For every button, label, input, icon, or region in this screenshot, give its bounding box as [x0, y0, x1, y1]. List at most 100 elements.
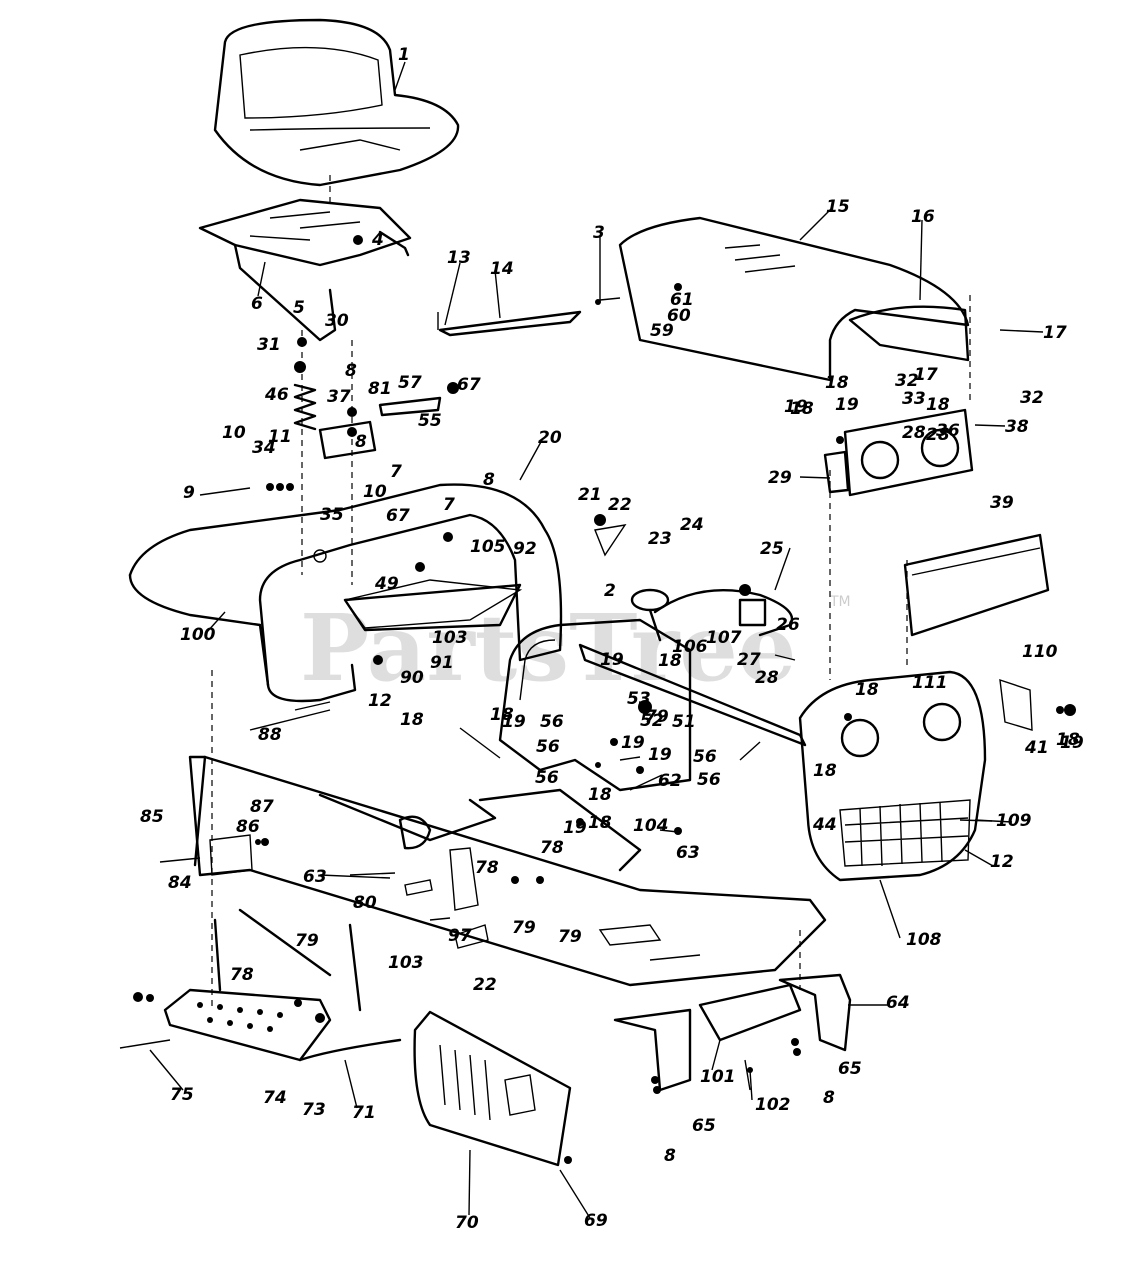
callout-label: 10 [222, 423, 246, 443]
callout-label: 18 [813, 761, 837, 781]
callout-label: 8 [664, 1146, 676, 1166]
watermark-text: PartsTree [300, 594, 796, 702]
callout-label: 12 [990, 852, 1014, 872]
spring-part[interactable] [293, 383, 317, 431]
callout-label: 7 [390, 462, 402, 482]
callout-labels: 1 2 3 4 5 6 7 7 8 8 8 8 8 9 10 10 11 12 … [140, 45, 1084, 1233]
callout-label: 60 [667, 306, 691, 326]
fender-part[interactable] [128, 483, 563, 703]
callout-label: 18 [588, 785, 612, 805]
callout-label: 19 [600, 650, 624, 670]
callout-label: 108 [906, 930, 942, 950]
callout-label: 18 [400, 710, 424, 730]
callout-label: 35 [320, 505, 344, 525]
callout-label: 103 [432, 628, 468, 648]
callout-label: 65 [838, 1059, 862, 1079]
callout-label: 88 [258, 725, 282, 745]
callout-label: 10 [363, 482, 387, 502]
callout-label: 14 [490, 259, 514, 279]
callout-label: 55 [418, 411, 442, 431]
watermark-trademark: TM [829, 594, 851, 610]
footrest-part[interactable] [163, 908, 402, 1062]
callout-label: 16 [911, 207, 935, 227]
callout-label: 52 [640, 711, 664, 731]
callout-label: 18 [855, 680, 879, 700]
callout-label: 18 [658, 651, 682, 671]
callout-label: 67 [457, 375, 481, 395]
callout-label: 85 [140, 807, 164, 827]
callout-label: 23 [648, 529, 672, 549]
callout-label: 56 [693, 747, 717, 767]
callout-label: 79 [558, 927, 582, 947]
callout-label: 12 [368, 691, 392, 711]
front-axle-bracket-part[interactable] [613, 973, 852, 1092]
callout-label: 102 [755, 1095, 791, 1115]
steering-part[interactable] [578, 588, 807, 747]
callout-label: 32 [1020, 388, 1044, 408]
dash-panel-part[interactable] [498, 618, 692, 792]
seat-pan-part[interactable] [198, 198, 412, 342]
dash-plate-part[interactable] [343, 583, 522, 632]
callout-label: 4 [371, 230, 384, 250]
callout-label: 13 [447, 248, 471, 268]
callout-label: 36 [936, 421, 960, 441]
seat-part[interactable] [213, 18, 460, 187]
callout-label: 63 [676, 843, 700, 863]
callout-label: 59 [650, 321, 674, 341]
callout-label: 53 [627, 689, 651, 709]
grille-housing-part[interactable] [798, 670, 987, 882]
callout-label: 69 [584, 1211, 608, 1231]
callout-label: 81 [368, 379, 392, 399]
callout-label: 28 [755, 668, 779, 688]
callout-label: 20 [538, 428, 562, 448]
callout-label: 19 [784, 397, 808, 417]
callout-label: 3 [593, 223, 605, 243]
callout-label: 28 [926, 425, 950, 445]
callout-label: 8 [355, 432, 367, 452]
callout-label: 39 [990, 493, 1014, 513]
callout-label: 19 [1060, 733, 1084, 753]
callout-label: 75 [170, 1085, 194, 1105]
frame-part[interactable] [188, 755, 827, 987]
callout-label: 6 [251, 294, 263, 314]
callout-label: 31 [257, 335, 281, 355]
hood-rod-part[interactable] [438, 310, 582, 337]
callout-label: 15 [826, 197, 850, 217]
callout-label: 18 [926, 395, 950, 415]
callout-label: 32 [895, 371, 919, 391]
callout-label: 8 [823, 1088, 835, 1108]
callout-label: 18 [490, 705, 514, 725]
callout-label: 56 [536, 737, 560, 757]
callout-label: 18 [1056, 730, 1080, 750]
hood-part[interactable] [618, 216, 970, 382]
callout-label: 37 [327, 387, 351, 407]
headlight-bracket-part[interactable] [823, 408, 974, 497]
callout-label: 91 [430, 653, 454, 673]
side-panel-part[interactable] [903, 533, 1050, 637]
harness-part[interactable] [653, 589, 794, 637]
callout-label: 1 [398, 45, 410, 65]
callout-label: 104 [633, 816, 669, 836]
callout-label: 84 [168, 873, 192, 893]
callout-label: 56 [697, 770, 721, 790]
callout-label: 11 [268, 427, 292, 447]
callout-label: 17 [1043, 323, 1067, 343]
callout-label: 24 [680, 515, 704, 535]
callout-label: 38 [1005, 417, 1029, 437]
callout-label: 107 [706, 628, 742, 648]
seat-bracket-part[interactable] [318, 396, 442, 460]
callout-label: 62 [658, 771, 682, 791]
callout-label: 90 [400, 668, 424, 688]
callout-label: 30 [325, 311, 349, 331]
callout-label: 79 [645, 707, 669, 727]
callout-label: 97 [448, 926, 472, 946]
callout-label: 74 [263, 1088, 287, 1108]
callout-label: 79 [512, 918, 536, 938]
callout-label: 78 [540, 838, 564, 858]
callout-label: 5 [293, 298, 305, 318]
callout-label: 17 [914, 365, 938, 385]
side-shield-part[interactable] [413, 1010, 572, 1167]
callout-label: 18 [790, 399, 814, 419]
callout-label: 21 [578, 485, 602, 505]
